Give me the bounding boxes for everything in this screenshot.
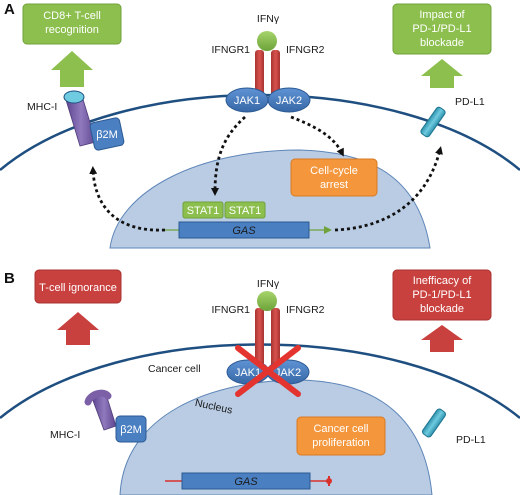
mhc-empty-groove (84, 389, 112, 406)
stat1-node (182, 201, 224, 219)
svg-text:recognition: recognition (45, 24, 99, 36)
cancer-proliferation-box: Cancer cell proliferation (296, 416, 386, 456)
pdl1-label: PD-L1 (456, 434, 486, 446)
ifngr1-chain (255, 308, 264, 370)
ifngr1-label: IFNGR1 (211, 304, 250, 316)
jak2-node (267, 87, 311, 113)
blocked-x-icon (235, 345, 301, 397)
svg-text:Impact of: Impact of (419, 9, 465, 21)
svg-text:PD-1/PD-L1: PD-1/PD-L1 (412, 23, 471, 35)
gas-element (178, 221, 310, 239)
up-arrow-icon (421, 59, 463, 88)
pdl1-icon (421, 408, 447, 438)
peptide-icon (63, 90, 85, 104)
svg-text:blockade: blockade (420, 303, 464, 315)
ifng-ligand-icon (257, 31, 277, 51)
gas-to-mhc-arrow (89, 166, 166, 232)
svg-text:GAS: GAS (232, 225, 256, 237)
arrow-icon (324, 226, 332, 234)
svg-text:GAS: GAS (234, 476, 258, 488)
svg-text:JAK2: JAK2 (276, 95, 302, 107)
cancer-cell-label: Cancer cell (148, 363, 201, 375)
ifng-receptor-b: IFNγ IFNGR1 IFNGR2 JAK1 JAK2 (211, 278, 325, 397)
mhc-complex-b: MHC-I β2M (50, 389, 147, 443)
mhc-label: MHC-I (50, 429, 80, 441)
svg-text:CD8+ T-cell: CD8+ T-cell (43, 10, 101, 22)
b2m-node (115, 415, 147, 443)
t-cell-ignorance-callout: T-cell ignorance (34, 269, 122, 345)
svg-text:β2M: β2M (96, 129, 118, 141)
jak-to-stat1-arrow (211, 115, 246, 196)
pdl1-label: PD-L1 (455, 96, 485, 108)
inefficacy-blockade-callout: Inefficacy of PD-1/PD-L1 blockade (392, 269, 492, 352)
panel-a-label: A (4, 1, 15, 18)
ifngr2-label: IFNGR2 (286, 304, 325, 316)
ifngr2-chain (271, 308, 280, 370)
stop-dot-icon (326, 478, 332, 484)
ifng-label: IFNγ (257, 278, 280, 290)
pdl1-icon (420, 106, 446, 138)
ifngr2-label: IFNGR2 (286, 44, 325, 56)
svg-text:STAT1: STAT1 (187, 205, 220, 217)
ifngr1-label: IFNGR1 (211, 44, 250, 56)
impact-blockade-callout: Impact of PD-1/PD-L1 blockade (392, 3, 492, 88)
b2m-node (89, 117, 125, 151)
svg-text:arrest: arrest (320, 179, 348, 191)
svg-text:JAK1: JAK1 (235, 367, 261, 379)
jak-to-arrest-arrow (290, 115, 344, 157)
ifng-receptor-a: IFNγ IFNGR1 IFNGR2 JAK1 JAK2 (211, 13, 325, 113)
panel-a: A CD8+ T-cell recognition Impact of PD-1… (0, 1, 520, 249)
stat1-dimer: STAT1 STAT1 (182, 201, 266, 219)
svg-text:Cancer cell: Cancer cell (313, 423, 368, 435)
ifng-ligand-icon (257, 291, 277, 311)
cell-cycle-arrest-box: Cell-cycle arrest (290, 158, 378, 197)
mhc-heavy-chain (91, 393, 117, 431)
svg-text:proliferation: proliferation (312, 437, 369, 449)
svg-text:JAK2: JAK2 (275, 367, 301, 379)
gas-gene-b: GAS (165, 472, 332, 490)
mhc-complex-a: MHC-I β2M (27, 90, 125, 151)
up-arrow-icon (421, 325, 463, 352)
svg-text:JAK1: JAK1 (234, 95, 260, 107)
svg-text:Cell-cycle: Cell-cycle (310, 165, 358, 177)
mhc-label: MHC-I (27, 101, 57, 113)
panel-b-label: B (4, 270, 15, 287)
gas-element (181, 472, 311, 490)
svg-text:STAT1: STAT1 (229, 205, 262, 217)
ifng-label: IFNγ (257, 13, 280, 25)
up-arrow-icon (51, 51, 93, 87)
svg-text:β2M: β2M (120, 424, 142, 436)
stat1-node (224, 201, 266, 219)
pdl1-a: PD-L1 (420, 96, 485, 138)
svg-text:Inefficacy of: Inefficacy of (413, 275, 472, 287)
panel-b: B T-cell ignorance Inefficacy of PD-1/PD… (0, 269, 520, 495)
cd8-recognition-callout: CD8+ T-cell recognition (22, 3, 122, 87)
gas-gene-a: GAS (165, 221, 332, 239)
pdl1-b: PD-L1 (421, 408, 486, 446)
gas-to-pdl1-arrow (334, 146, 443, 232)
signaling-arrows-a (89, 115, 443, 232)
svg-text:T-cell ignorance: T-cell ignorance (39, 282, 117, 294)
svg-text:PD-1/PD-L1: PD-1/PD-L1 (412, 289, 471, 301)
up-arrow-icon (57, 312, 99, 345)
svg-text:blockade: blockade (420, 37, 464, 49)
